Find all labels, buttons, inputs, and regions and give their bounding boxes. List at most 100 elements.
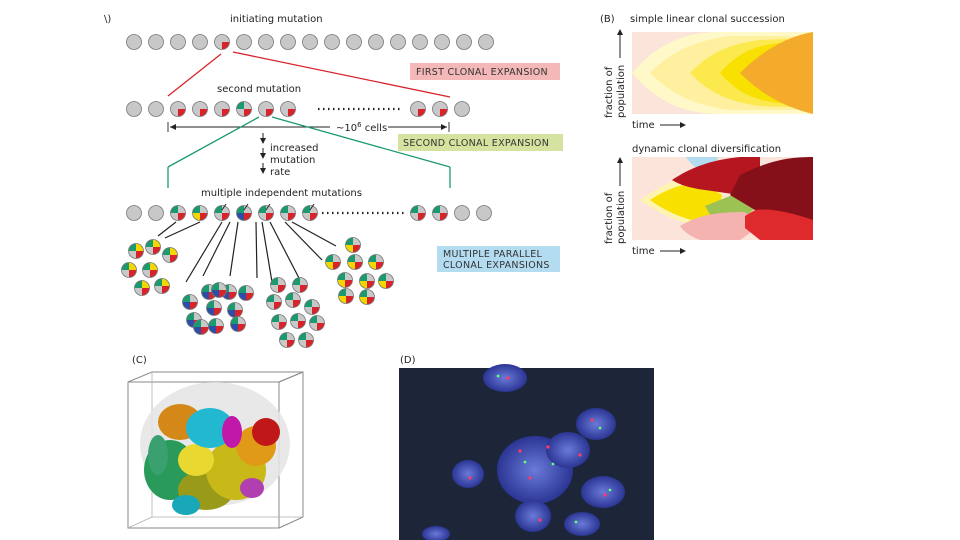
green-yellow-clone-cell (347, 254, 363, 270)
row1-cell (236, 34, 252, 50)
green-clone-cell (298, 332, 314, 348)
row1-cell (280, 34, 296, 50)
second-expansion-line-right (271, 116, 451, 168)
blue-clone-cell (211, 282, 227, 298)
yellow-clone-cell (128, 243, 144, 259)
increased-label: increased (270, 143, 319, 154)
green-clone-cell (304, 299, 320, 315)
row3-cell (148, 205, 164, 221)
blue-clone-cell (193, 319, 209, 335)
mutation-tick (265, 203, 271, 211)
row1-cell (126, 34, 142, 50)
row3-cell (454, 205, 470, 221)
cell-row-3 (126, 203, 492, 221)
row1-cell (148, 34, 164, 50)
row1-cell (478, 34, 494, 50)
second-expansion-label: SECOND CLONAL EXPANSION (403, 138, 549, 149)
row1-cell (324, 34, 340, 50)
green-clone-cell (309, 315, 325, 331)
yellow-clone-cell (121, 262, 137, 278)
dynamic-diversification-title: dynamic clonal diversification (632, 144, 781, 155)
row1-cell (192, 34, 208, 50)
cell-row-1 (126, 34, 494, 50)
panel-c-letter: (C) (132, 355, 147, 366)
row2-cell (170, 101, 186, 117)
fish-micrograph (399, 364, 654, 540)
green-yellow-clone-cell (345, 237, 361, 253)
first-expansion-label: FIRST CLONAL EXPANSION (416, 67, 548, 78)
green-yellow-clone-cell (337, 272, 353, 288)
green-clone-cell (290, 313, 306, 329)
row2-cell (192, 101, 208, 117)
bottom-ylabel-1: fraction of (604, 192, 615, 244)
green-yellow-clone-cell (359, 289, 375, 305)
bottom-xlabel: time (632, 246, 655, 257)
row3-cell (170, 205, 186, 221)
multiple-mutations-label: multiple independent mutations (201, 188, 362, 199)
mutation-label: mutation (270, 155, 315, 166)
initiating-mutation-label: initiating mutation (230, 14, 323, 25)
dynamic-diversification-plot (632, 157, 813, 240)
yellow-clone-cell (145, 239, 161, 255)
cells-count-label: ~106 cells (336, 121, 387, 134)
green-yellow-clone-cell (368, 254, 384, 270)
parallel-expansion-tag (437, 246, 560, 272)
green-yellow-clone-cell (338, 288, 354, 304)
yellow-clone-cell (134, 280, 150, 296)
green-clone-cell (292, 277, 308, 293)
row1-cell (302, 34, 318, 50)
row2-cell (432, 101, 448, 117)
clonal-cell-clusters (121, 237, 394, 348)
cell-row-2 (126, 101, 470, 117)
green-yellow-clone-cell (378, 273, 394, 289)
panel-a-letter: \) (104, 14, 111, 25)
top-ylabel-1: fraction of (604, 66, 615, 118)
second-expansion-line-left (167, 116, 260, 168)
row2-cell (236, 101, 252, 117)
blue-clone-cell (206, 300, 222, 316)
row3-cell (192, 205, 208, 221)
row1-cell (170, 34, 186, 50)
parallel-expansion-label-2: CLONAL EXPANSIONS (443, 260, 550, 271)
row2-cell (258, 101, 274, 117)
rate-label: rate (270, 167, 290, 178)
blue-clone-cell (208, 318, 224, 334)
row1-cell (258, 34, 274, 50)
row1-cell (368, 34, 384, 50)
green-clone-cell (270, 277, 286, 293)
second-expansion-tag (398, 134, 563, 151)
blue-clone-cell (227, 302, 243, 318)
yellow-clone-cell (154, 278, 170, 294)
blue-clone-cell (182, 294, 198, 310)
green-yellow-clone-cell (359, 273, 375, 289)
row2-cell (214, 101, 230, 117)
row3-cell (258, 205, 274, 221)
first-expansion-tag (410, 63, 560, 80)
row3-cell (302, 205, 318, 221)
row3-cell (214, 205, 230, 221)
first-expansion-line-right (232, 51, 451, 98)
yellow-clone-cell (162, 247, 178, 263)
fan-out-lines (157, 221, 337, 283)
row1-cell (412, 34, 428, 50)
mutation-tick (243, 203, 249, 211)
green-yellow-clone-cell (325, 254, 341, 270)
row2-cell (280, 101, 296, 117)
green-clone-cell (285, 292, 301, 308)
tumor-3d-render (127, 371, 304, 529)
row3-cell (410, 205, 426, 221)
green-clone-cell (279, 332, 295, 348)
linear-succession-plot (632, 32, 813, 114)
row2-cell (410, 101, 426, 117)
top-xlabel: time (632, 120, 655, 131)
parallel-expansion-label-1: MULTIPLE PARALLEL (443, 249, 543, 260)
mutation-tick (309, 203, 315, 211)
row1-cell (214, 34, 230, 50)
yellow-clone-cell (142, 262, 158, 278)
second-mutation-label: second mutation (217, 84, 301, 95)
panel-d-letter: (D) (400, 355, 416, 366)
row1-cell (390, 34, 406, 50)
row3-cell (432, 205, 448, 221)
panel-b-letter: (B) (600, 14, 615, 25)
